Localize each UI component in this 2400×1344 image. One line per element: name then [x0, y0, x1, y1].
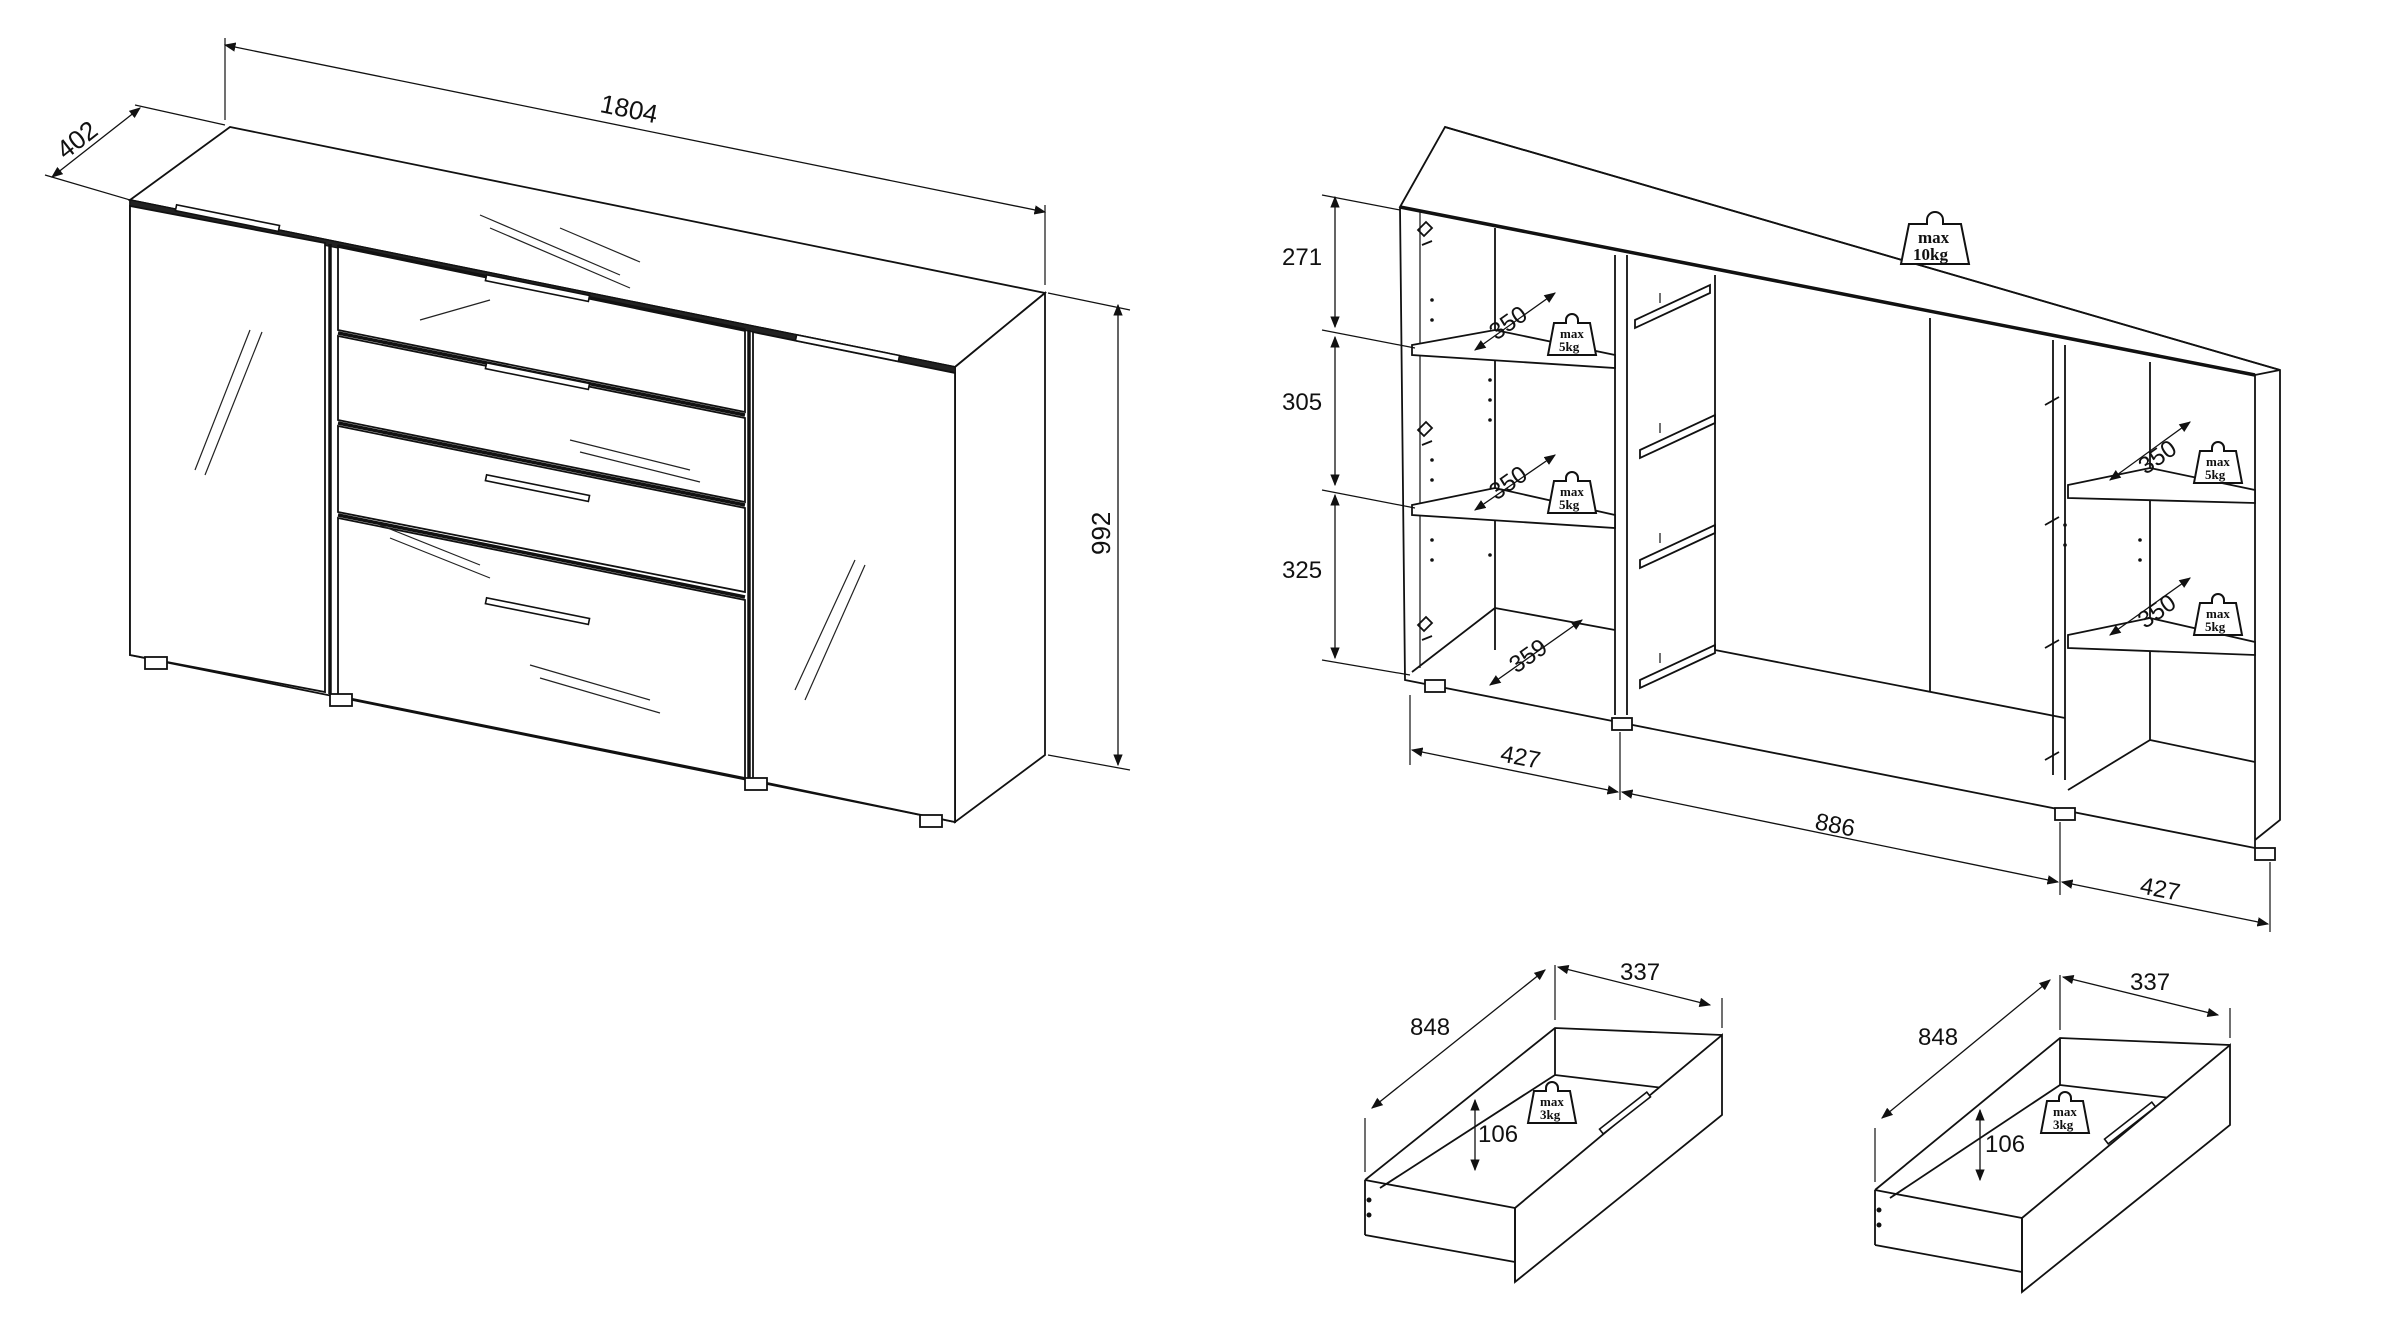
right-door-handle	[794, 333, 901, 363]
svg-text:max: max	[2206, 454, 2230, 469]
weight-icon-left-shelf-2: max 5kg	[1546, 471, 1598, 514]
right-door	[752, 330, 956, 824]
compartment-height-dims: 271 305 325	[1282, 194, 1416, 676]
svg-text:max: max	[1560, 484, 1584, 499]
drawer-rails	[1634, 283, 1716, 690]
left-bottom-depth: 359	[1504, 634, 1552, 679]
bottom-width-middle: 886	[1813, 808, 1857, 842]
foot	[744, 777, 768, 791]
drawer-3-handle	[484, 473, 591, 503]
foot	[1611, 717, 1633, 731]
height-middle-label: 305	[1282, 389, 1322, 416]
bottom-width-dims: 427 886 427	[1409, 695, 2271, 932]
svg-text:max: max	[2206, 606, 2230, 621]
weight-icon-right-shelf-1: max 5kg	[2192, 441, 2244, 484]
drawer-glass-reflections	[379, 214, 701, 714]
svg-text:max: max	[1560, 326, 1584, 341]
drawer-2-height: 106	[1985, 1131, 2025, 1158]
sideboard-exterior-view: 1804 402 992	[44, 38, 1131, 828]
drawer-detail-2: 848 337 106 max 3kg	[1874, 969, 2231, 1294]
drawer-4-handle	[484, 596, 591, 626]
drawer-1-length: 848	[1410, 1014, 1450, 1041]
drawer-2-length: 848	[1918, 1024, 1958, 1051]
drawer-2-width: 337	[2130, 969, 2170, 996]
hinge-icons-left	[1416, 220, 1434, 641]
foot	[2254, 847, 2276, 861]
drawer-detail-1: 848 337 106 max 3kg	[1364, 959, 1723, 1284]
dimension-height: 992	[1047, 292, 1131, 771]
svg-text:max: max	[2053, 1104, 2077, 1119]
right-door-glass-reflection	[794, 559, 866, 701]
foot	[919, 814, 943, 828]
weight-icon-top: max 10kg	[1899, 211, 1971, 265]
left-door-handle	[174, 203, 281, 233]
sideboard-right-side	[954, 291, 1046, 824]
drawer-3-front	[337, 424, 746, 594]
svg-text:5kg: 5kg	[1559, 339, 1580, 354]
weight-icon-left-shelf-1: max 5kg	[1546, 313, 1598, 356]
svg-text:3kg: 3kg	[2053, 1117, 2074, 1132]
height-top-label: 271	[1282, 244, 1322, 271]
depth-label: 402	[51, 115, 104, 165]
left-door-glass-reflection	[194, 329, 263, 476]
svg-text:5kg: 5kg	[2205, 467, 2226, 482]
drawer-2-handle	[484, 361, 591, 391]
height-label: 992	[1086, 512, 1116, 555]
svg-text:max: max	[1918, 228, 1950, 247]
drawer-1-front-panel	[1514, 1033, 1723, 1284]
drawer-2-weight-icon: max 3kg	[2039, 1091, 2091, 1134]
svg-text:10kg: 10kg	[1913, 245, 1948, 264]
drawer-1-handle	[484, 273, 591, 303]
left-door	[129, 204, 326, 694]
height-bottom-label: 325	[1282, 557, 1322, 584]
svg-text:max: max	[1540, 1094, 1564, 1109]
svg-text:5kg: 5kg	[1559, 497, 1580, 512]
foot	[2054, 807, 2076, 821]
svg-text:5kg: 5kg	[2205, 619, 2226, 634]
foot	[1424, 679, 1446, 693]
drawer-2-front-panel	[2021, 1043, 2231, 1294]
drawer-1-height: 106	[1478, 1121, 1518, 1148]
drawer-1-weight-icon: max 3kg	[1526, 1081, 1578, 1124]
drawer-2-front	[337, 334, 746, 504]
weight-icon-right-shelf-2: max 5kg	[2192, 593, 2244, 636]
foot	[144, 656, 168, 670]
bottom-width-right: 427	[2138, 872, 2182, 906]
svg-text:3kg: 3kg	[1540, 1107, 1561, 1122]
sideboard-interior-view: 271 305 325 350 350 359 350 350 427	[1282, 125, 2281, 932]
drawer-1-width: 337	[1620, 959, 1660, 986]
foot	[329, 693, 353, 707]
